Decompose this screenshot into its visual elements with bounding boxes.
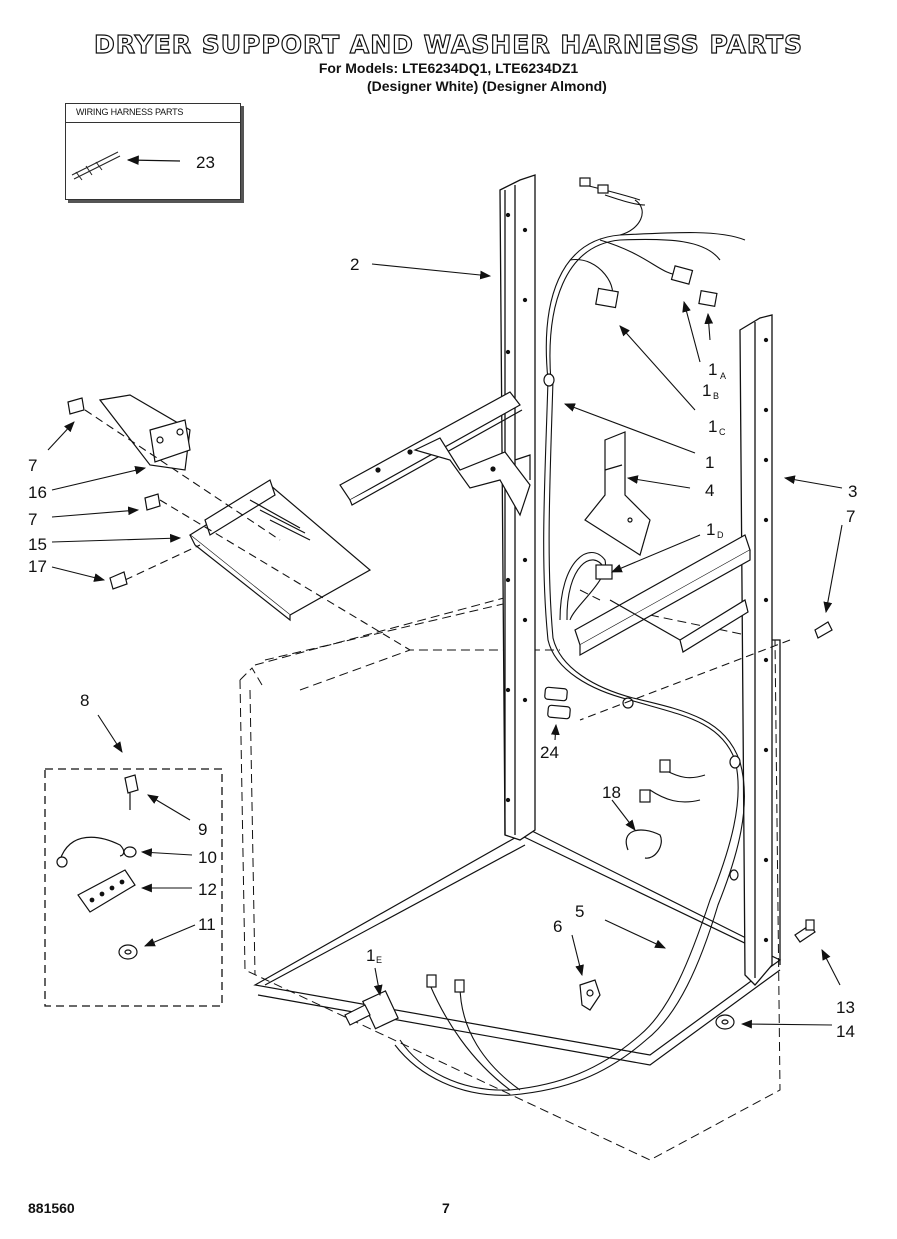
callout-arrow-23 <box>126 155 181 166</box>
callout-1: 1 <box>705 453 714 472</box>
callout-3: 3 <box>848 482 857 501</box>
callout-10: 10 <box>198 848 217 867</box>
callout-1c-sub: C <box>719 427 726 437</box>
callout-14: 14 <box>836 1022 855 1041</box>
callout-24: 24 <box>540 743 559 762</box>
callout-1a: 1 <box>708 360 717 379</box>
callout-5: 5 <box>575 902 584 921</box>
harness-clips-part-24 <box>544 686 571 720</box>
callout-13: 13 <box>836 998 855 1017</box>
part-13-screw <box>794 919 816 943</box>
models-line: For Models: LTE6234DQ1, LTE6234DZ1 <box>318 60 579 76</box>
callout-1e: 1 <box>366 946 375 965</box>
inset-divider <box>66 122 240 123</box>
callout-2: 2 <box>350 255 359 274</box>
base-frame <box>253 829 782 1066</box>
part-18-strap <box>625 829 662 859</box>
callout-1d: 1 <box>706 520 715 539</box>
callout-17: 17 <box>28 557 47 576</box>
part-7-screw-right <box>814 621 833 639</box>
document-code: 881560 <box>28 1200 75 1216</box>
callout-1b-sub: B <box>713 391 719 401</box>
center-bracket-part-4 <box>584 431 651 556</box>
bracket-alignment-lines <box>84 409 791 721</box>
callout-4: 4 <box>705 481 714 500</box>
callout-11: 11 <box>198 915 216 934</box>
left-screws <box>67 397 161 590</box>
callout-7-top: 7 <box>28 456 37 475</box>
callout-7-right: 7 <box>846 507 855 526</box>
left-mount-bracket <box>98 394 372 622</box>
callout-7-mid: 7 <box>28 510 37 529</box>
callout-12: 12 <box>198 880 217 899</box>
page-number: 7 <box>442 1200 450 1216</box>
callout-1e-sub: E <box>376 955 382 965</box>
callout-leaders <box>47 263 843 1029</box>
callout-1b: 1 <box>702 381 711 400</box>
wiring-harness-tag <box>71 151 121 181</box>
callout-16: 16 <box>28 483 47 502</box>
right-cross-rails <box>574 534 751 657</box>
callout-23: 23 <box>196 153 215 172</box>
wiring-harness-inset: WIRING HARNESS PARTS <box>65 103 241 200</box>
callout-6: 6 <box>553 917 562 936</box>
harness-connectors <box>344 177 741 1030</box>
part-6-clamp <box>579 979 601 1011</box>
left-cross-bracket <box>339 391 531 517</box>
designer-line: (Designer White) (Designer Almond) <box>367 78 607 94</box>
right-upright-support <box>739 314 781 986</box>
ground-kit-box <box>44 768 223 1007</box>
page-title: DRYER SUPPORT AND WASHER HARNESS PARTS <box>93 29 804 59</box>
ground-kit-parts <box>56 774 139 960</box>
callout-1d-sub: D <box>717 530 724 540</box>
callout-1c: 1 <box>708 417 717 436</box>
callout-15: 15 <box>28 535 47 554</box>
washer-wire-harness <box>394 184 746 1096</box>
part-14-washer <box>715 1014 735 1030</box>
callout-9: 9 <box>198 820 207 839</box>
callout-8: 8 <box>80 691 89 710</box>
callout-18: 18 <box>602 783 621 802</box>
inset-title: WIRING HARNESS PARTS <box>76 107 184 117</box>
callout-1a-sub: A <box>720 371 726 381</box>
